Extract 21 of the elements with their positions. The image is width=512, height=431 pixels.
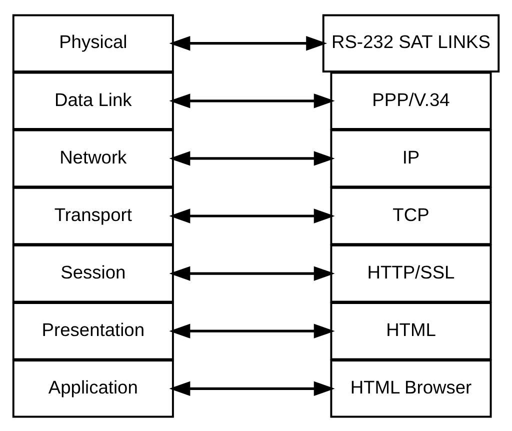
arrow: [169, 380, 335, 396]
node-box: Session: [12, 244, 174, 302]
node-box: PPP/V.34: [330, 71, 492, 130]
node-box: Data Link: [12, 71, 174, 130]
node-box: HTML Browser: [330, 359, 492, 418]
arrow: [169, 150, 335, 166]
node-box: HTML: [330, 302, 492, 360]
node-box: Transport: [12, 186, 174, 245]
arrow: [169, 208, 335, 223]
node-box: Application: [12, 359, 174, 418]
arrow: [169, 93, 335, 108]
node-box: Presentation: [12, 302, 174, 360]
node-box: RS-232 SAT LINKS: [322, 14, 500, 72]
arrow: [169, 36, 328, 50]
node-box: TCP: [330, 186, 492, 245]
arrow: [169, 266, 335, 280]
node-box: HTTP/SSL: [330, 244, 492, 302]
node-box: IP: [330, 128, 492, 188]
node-box: Network: [12, 128, 174, 188]
arrow: [169, 323, 335, 338]
node-box: Physical: [12, 14, 174, 72]
